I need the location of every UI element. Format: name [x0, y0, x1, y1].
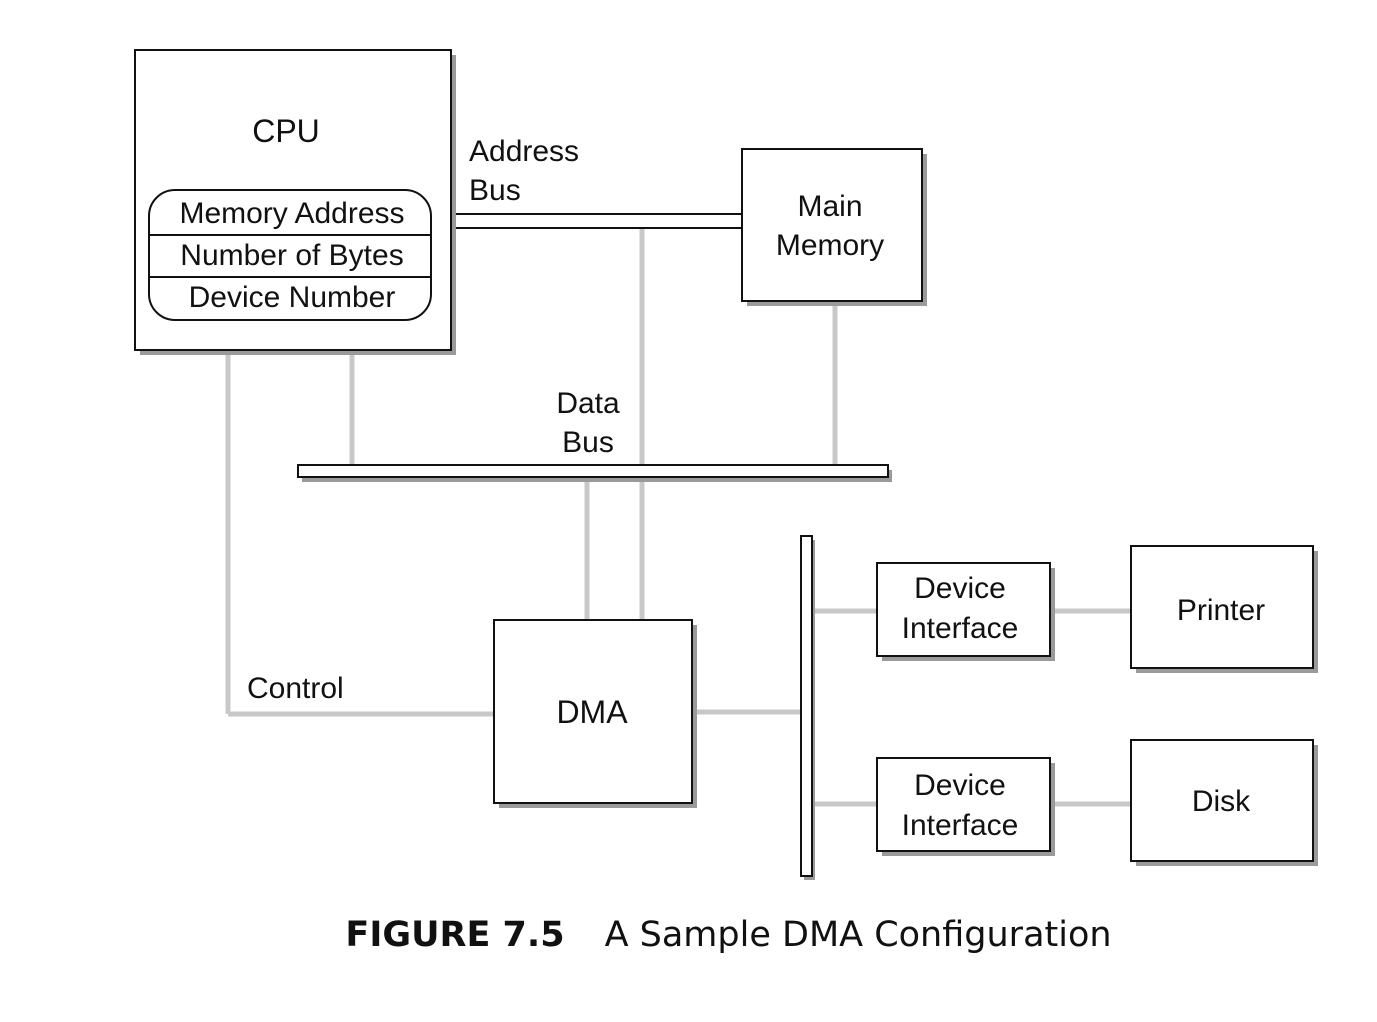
register-device-number: Device Number — [189, 281, 396, 314]
connectors — [225, 228, 1133, 807]
device-interface-label-line2: Interface — [902, 809, 1019, 842]
device-interface-label-line2: Interface — [902, 612, 1019, 645]
device-interface-disk: Device Interface — [876, 757, 1055, 856]
data-bus — [297, 464, 892, 482]
data-bus-label-line1: Data — [556, 387, 620, 420]
main-memory-box: Main Memory — [741, 148, 927, 306]
io-bus — [800, 535, 815, 880]
data-bus-label-line2: Bus — [562, 426, 614, 459]
figure-number: FIGURE 7.5 — [345, 915, 565, 955]
control-label: Control — [247, 672, 344, 705]
main-memory-label-line2: Memory — [776, 229, 884, 262]
register-number-of-bytes: Number of Bytes — [180, 239, 403, 272]
cpu-register-block — [148, 189, 432, 321]
dma-label: DMA — [556, 694, 628, 730]
figure-title: A Sample DMA Configuration — [604, 915, 1112, 955]
address-bus-label-line1: Address — [469, 135, 579, 168]
device-interface-label-line1: Device — [914, 769, 1006, 802]
cpu-title: CPU — [252, 113, 320, 149]
address-bus-label-line2: Bus — [469, 174, 521, 207]
disk-box: Disk — [1130, 739, 1318, 866]
address-bus — [451, 213, 746, 229]
cpu-box: CPU Memory Address Number of Bytes Devic… — [134, 49, 456, 355]
disk-label: Disk — [1192, 785, 1251, 818]
device-interface-label-line1: Device — [914, 572, 1006, 605]
device-interface-printer: Device Interface — [876, 562, 1055, 661]
printer-box: Printer — [1130, 545, 1318, 673]
printer-label: Printer — [1177, 594, 1265, 627]
dma-box: DMA — [493, 619, 697, 808]
main-memory-label-line1: Main — [797, 190, 862, 223]
register-memory-address: Memory Address — [179, 197, 404, 230]
figure-caption: FIGURE 7.5 A Sample DMA Configuration — [0, 915, 1377, 955]
